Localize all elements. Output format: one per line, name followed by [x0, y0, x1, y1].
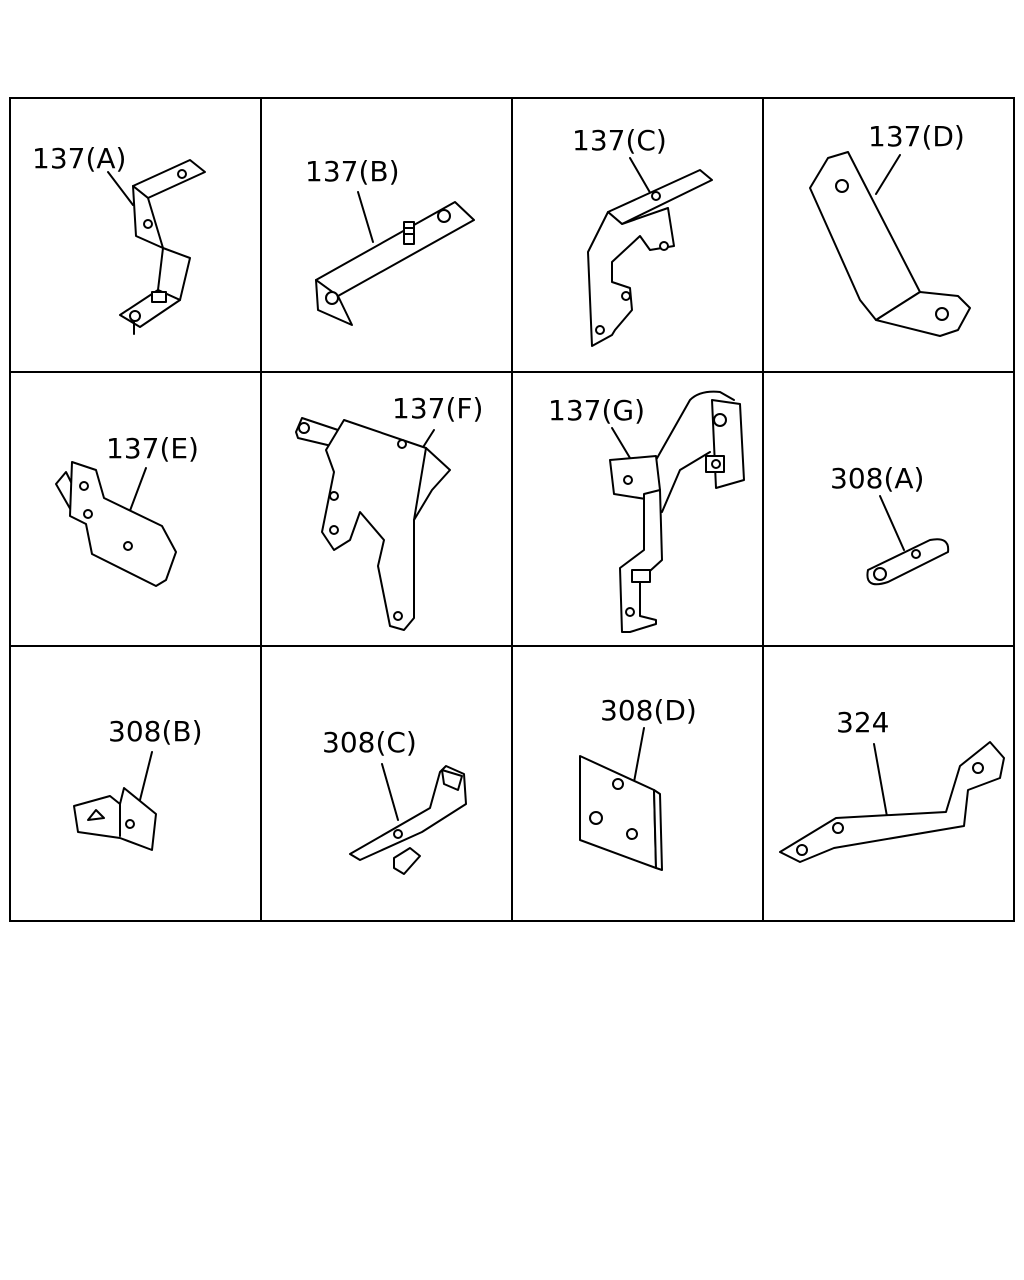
bracket-308-c: [349, 765, 467, 875]
cell-137-d: 137(D): [809, 120, 971, 337]
grid-frame: [9, 97, 1015, 922]
part-label-308-d: 308(D): [600, 694, 697, 727]
part-label-308-b: 308(B): [108, 715, 203, 748]
cell-308-b: 308(B): [73, 715, 203, 851]
bracket-137-c: [587, 169, 713, 347]
cell-137-f: 137(F): [295, 392, 483, 631]
part-label-137-c: 137(C): [572, 124, 667, 157]
bracket-137-e: [55, 461, 177, 587]
bracket-324: [779, 741, 1005, 863]
cell-308-c: 308(C): [322, 726, 467, 875]
cell-137-b: 137(B): [305, 155, 475, 326]
part-label-308-c: 308(C): [322, 726, 417, 759]
cell-308-d: 308(D): [579, 694, 697, 871]
part-label-137-b: 137(B): [305, 155, 400, 188]
part-label-137-f: 137(F): [392, 392, 483, 425]
part-label-137-e: 137(E): [106, 432, 199, 465]
bracket-137-d: [809, 151, 971, 337]
bracket-137-b: [315, 201, 475, 326]
part-label-308-a: 308(A): [830, 462, 924, 495]
part-label-324: 324: [836, 706, 889, 739]
bracket-137-f: [295, 417, 451, 631]
bracket-137-a: [119, 159, 206, 335]
cell-324: 324: [779, 706, 1005, 863]
bracket-308-b: [73, 787, 157, 851]
cell-137-a: 137(A): [32, 142, 206, 335]
cell-137-g: 137(G): [548, 390, 745, 633]
cell-137-e: 137(E): [55, 432, 199, 587]
part-label-137-a: 137(A): [32, 142, 126, 175]
bracket-308-a: [866, 538, 950, 586]
bracket-308-d: [579, 755, 663, 871]
cell-137-c: 137(C): [572, 124, 713, 347]
bracket-137-g: [609, 390, 745, 633]
cell-308-a: 308(A): [830, 462, 950, 586]
part-label-137-g: 137(G): [548, 394, 645, 427]
part-label-137-d: 137(D): [868, 120, 965, 153]
